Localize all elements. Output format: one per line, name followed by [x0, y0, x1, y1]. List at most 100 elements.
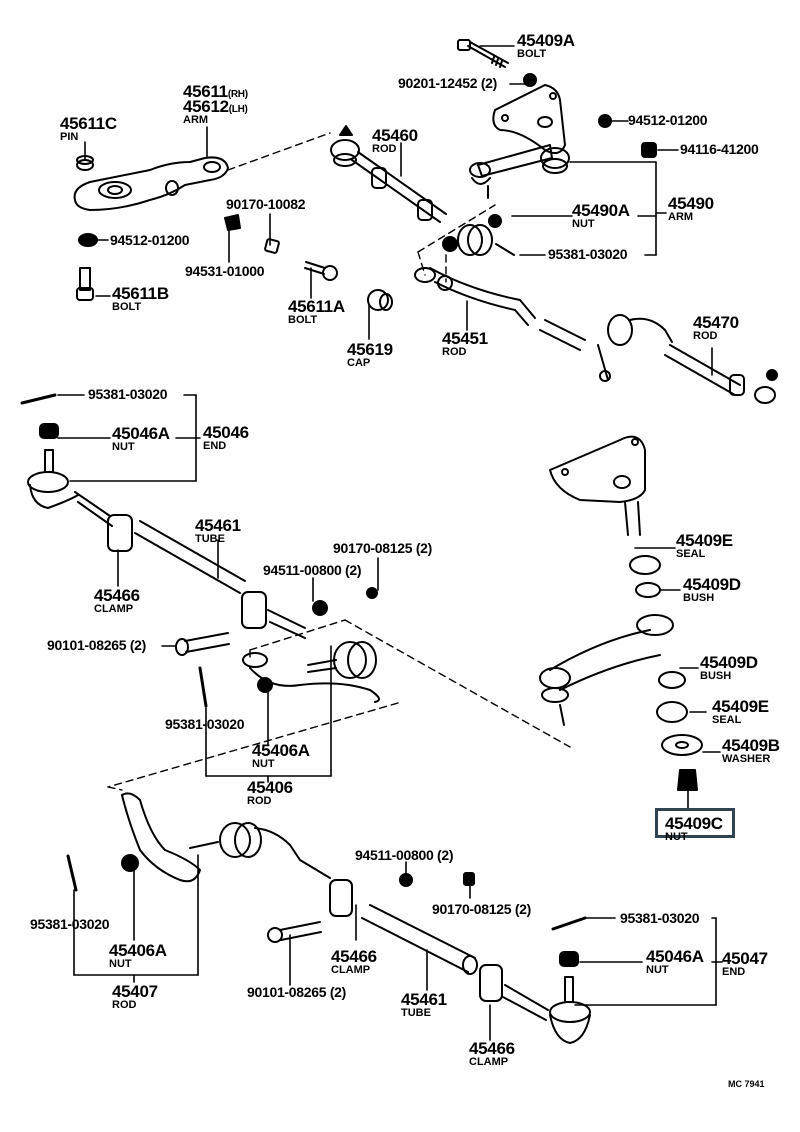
label-45409e-top[interactable]: 45409E SEAL: [676, 532, 733, 560]
label-45466-mid[interactable]: 45466 CLAMP: [331, 948, 377, 976]
label-94512-01200-top[interactable]: 94512-01200: [628, 113, 708, 127]
label-94116-41200[interactable]: 94116-41200: [680, 141, 759, 157]
part-number: 45466: [331, 947, 377, 966]
label-45406a-top[interactable]: 45406A NUT: [252, 742, 310, 770]
label-45046a-bottom[interactable]: 45046A NUT: [646, 948, 704, 976]
part-drawings: [20, 39, 778, 1044]
part-number: 45490: [668, 194, 714, 213]
part-number: 45046A: [646, 947, 704, 966]
part-number: 94512-01200: [110, 232, 190, 248]
label-95381-03020-mid[interactable]: 95381-03020: [165, 717, 245, 731]
part-name: BOLT: [112, 301, 142, 313]
label-45046a-top[interactable]: 45046A NUT: [112, 425, 170, 453]
part-name: NUT: [109, 958, 132, 970]
part-number: 45409B: [722, 736, 780, 755]
label-45460[interactable]: 45460 ROD: [372, 127, 418, 155]
part-name: BOLT: [288, 314, 318, 326]
bolt-45611a-drawing: [304, 261, 338, 281]
label-95381-03020-bottom-left[interactable]: 95381-03020: [30, 917, 110, 931]
label-90170-08125-bottom[interactable]: 90170-08125 (2): [432, 902, 531, 916]
label-94512-01200-left[interactable]: 94512-01200: [110, 232, 190, 248]
part-name: BUSH: [700, 670, 732, 682]
part-number: 45409C: [665, 814, 723, 833]
arm-45611-drawing: [73, 156, 229, 211]
part-number: 90101-08265 (2): [247, 984, 347, 1000]
part-number: 45409D: [700, 653, 758, 672]
label-95381-03020-bottom-right[interactable]: 95381-03020: [620, 910, 700, 926]
part-number: 45466: [469, 1039, 515, 1058]
part-number: 45451: [442, 329, 488, 348]
part-number: 45409E: [676, 531, 733, 550]
label-45407[interactable]: 45407 ROD: [112, 983, 158, 1011]
part-number: 45046A: [112, 424, 170, 443]
label-95381-03020-top[interactable]: 95381-03020: [548, 247, 628, 261]
pitman-arm-drawing: [539, 435, 703, 791]
part-number: 45406A: [109, 941, 167, 960]
part-name: NUT: [572, 218, 595, 230]
label-45611a[interactable]: 45611A BOLT: [288, 298, 345, 326]
part-name: ROD: [693, 330, 718, 342]
label-45490[interactable]: 45490 ARM: [668, 195, 714, 223]
part-number: 94511-00800 (2): [263, 562, 362, 578]
part-name: END: [203, 440, 227, 452]
label-45047[interactable]: 45047 END: [722, 950, 768, 978]
label-94531-01000[interactable]: 94531-01000: [185, 263, 265, 279]
label-45461-bottom[interactable]: 45461 TUBE: [401, 991, 447, 1019]
label-45046[interactable]: 45046 END: [203, 424, 249, 452]
label-45612-lh[interactable]: 45612(LH) ARM: [183, 98, 248, 126]
part-name: ROD: [372, 143, 397, 155]
part-number: 90170-08125 (2): [432, 901, 532, 917]
label-90101-08265-bottom[interactable]: 90101-08265 (2): [247, 985, 346, 999]
label-45406[interactable]: 45406 ROD: [247, 779, 293, 807]
part-number: 45611(RH): [183, 82, 248, 101]
label-95381-03020-left[interactable]: 95381-03020: [88, 386, 168, 402]
part-name: ROD: [112, 999, 137, 1011]
part-number: 94116-41200: [680, 141, 759, 157]
label-45490a[interactable]: 45490A NUT: [572, 202, 630, 230]
part-name: PIN: [60, 131, 79, 143]
label-45611c[interactable]: 45611C PIN: [60, 115, 117, 143]
label-45451[interactable]: 45451 ROD: [442, 330, 488, 358]
label-45611-rh[interactable]: 45611(RH): [183, 83, 248, 100]
label-90170-08125-top[interactable]: 90170-08125 (2): [333, 541, 432, 555]
label-45619[interactable]: 45619 CAP: [347, 341, 393, 369]
label-45409b[interactable]: 45409B WASHER: [722, 737, 780, 765]
label-45470[interactable]: 45470 ROD: [693, 314, 739, 342]
part-name: ROD: [247, 795, 272, 807]
label-45409d-top[interactable]: 45409D BUSH: [683, 576, 741, 604]
part-name: NUT: [665, 831, 688, 843]
label-45466-top[interactable]: 45466 CLAMP: [94, 587, 140, 615]
part-number: 45611A: [288, 297, 345, 316]
label-45409d-bottom[interactable]: 45409D BUSH: [700, 654, 758, 682]
label-90201-12452[interactable]: 90201-12452 (2): [398, 76, 497, 90]
label-45409a[interactable]: 45409A BOLT: [517, 32, 575, 60]
side-indicator: (RH): [227, 89, 248, 100]
label-45409e-bottom[interactable]: 45409E SEAL: [712, 698, 769, 726]
label-94511-00800-bottom[interactable]: 94511-00800 (2): [355, 847, 454, 863]
part-number: 45407: [112, 982, 158, 1001]
part-number: 94511-00800 (2): [355, 847, 454, 863]
part-name: NUT: [252, 758, 275, 770]
part-name: CLAMP: [331, 964, 371, 976]
label-90101-08265-top[interactable]: 90101-08265 (2): [47, 638, 146, 652]
part-name: CAP: [347, 357, 371, 369]
part-name: NUT: [646, 964, 669, 976]
part-number: 94531-01000: [185, 263, 265, 279]
part-number: 45470: [693, 313, 739, 332]
tie-rod-end-45047-drawing: [549, 916, 591, 1044]
bolt-45611b-drawing: [76, 267, 94, 301]
label-94511-00800-top[interactable]: 94511-00800 (2): [263, 562, 362, 578]
part-number: 95381-03020: [88, 386, 168, 402]
label-45461-top[interactable]: 45461 TUBE: [195, 517, 241, 545]
part-number: 45490A: [572, 201, 630, 220]
part-name: NUT: [112, 441, 135, 453]
label-90170-10082[interactable]: 90170-10082: [226, 197, 306, 211]
part-number: 95381-03020: [620, 910, 700, 926]
label-45406a-bottom[interactable]: 45406A NUT: [109, 942, 167, 970]
part-name: SEAL: [712, 714, 742, 726]
label-45409c[interactable]: 45409C NUT: [665, 815, 723, 843]
label-45466-bottom[interactable]: 45466 CLAMP: [469, 1040, 515, 1068]
part-number: 45409D: [683, 575, 741, 594]
label-45611b[interactable]: 45611B BOLT: [112, 285, 169, 313]
part-name: TUBE: [401, 1007, 431, 1019]
